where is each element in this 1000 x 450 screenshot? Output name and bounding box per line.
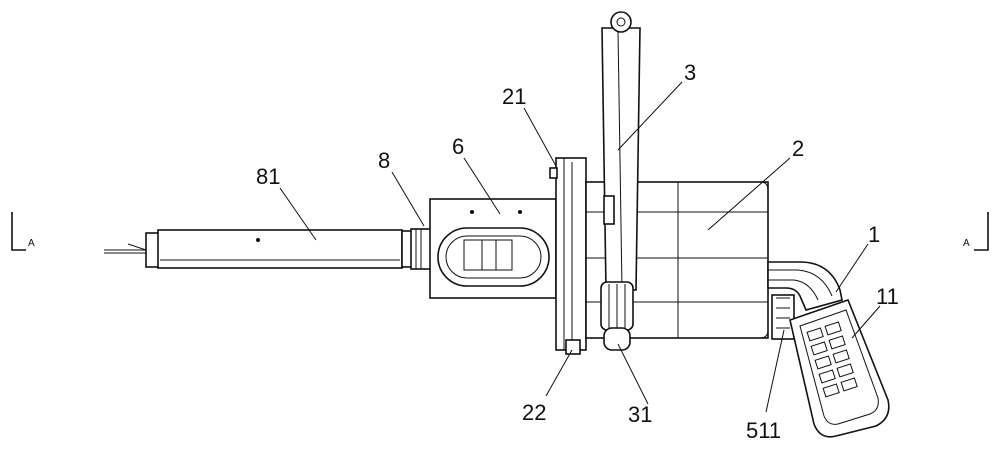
label-21: 21 [502, 84, 526, 109]
label-11: 11 [876, 284, 899, 309]
flange-21 [549, 157, 587, 355]
connector-511 [771, 294, 795, 340]
label-8: 8 [378, 148, 390, 173]
grip-11 [789, 298, 890, 438]
label-31: 31 [628, 402, 652, 427]
handle-1 [767, 261, 843, 311]
section-mark-left: A [28, 238, 35, 249]
connector-8 [401, 228, 432, 270]
label-2: 2 [792, 136, 804, 161]
housing-6 [429, 198, 557, 299]
label-3: 3 [684, 60, 696, 85]
label-511: 511 [746, 418, 781, 443]
label-22: 22 [522, 400, 546, 425]
rod-81 [145, 229, 403, 269]
section-mark-right: A [963, 238, 970, 249]
label-1: 1 [868, 222, 880, 247]
probe-tip [104, 243, 147, 254]
knob-31 [600, 281, 634, 351]
section-marker-right: A [963, 212, 989, 251]
leader-lines [279, 81, 881, 413]
label-81: 81 [256, 164, 280, 189]
label-6: 6 [452, 134, 464, 159]
lever-3 [601, 11, 641, 291]
section-marker-left: A [11, 212, 35, 251]
